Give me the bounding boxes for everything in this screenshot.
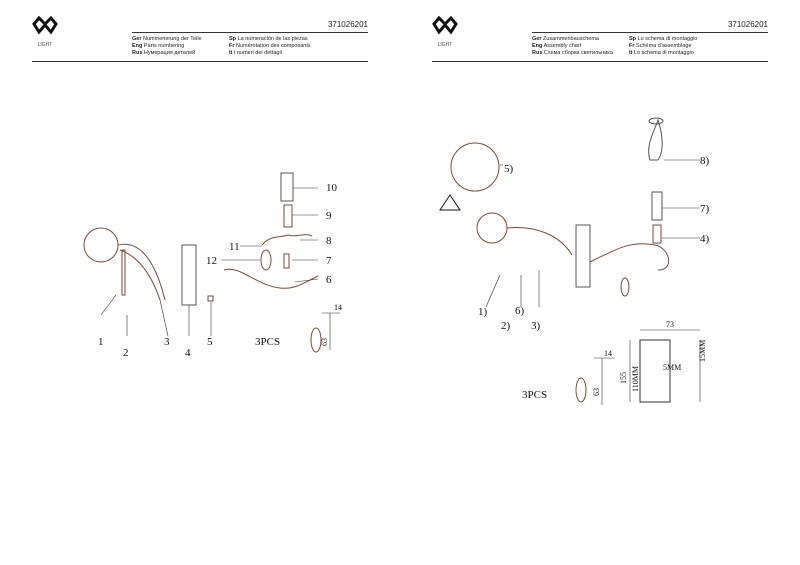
brand-logo: LIGHT [432,15,458,48]
label-text: 5MM [663,363,681,372]
label-text: Sp [229,36,237,42]
document-code: 371026201 [327,20,368,29]
label-text: 63 [320,338,329,346]
parts-drawing: 1 2 3 4 5 6 7 8 9 10 11 12 3PCS 14 63 [83,172,342,359]
label-text: Assembly chart [543,43,582,49]
label-text: Zusammenbauschema [543,36,599,42]
parts-numbering-page: LIGHT 371026201 Ger Nummerierung der Tei… [32,15,368,359]
label-text: 3PCS [522,389,547,401]
label-text: 3 [164,336,170,348]
label-text: 8 [326,235,332,247]
header-col2: Sp Lo schema di montaggio Fr Schéma d'as… [629,36,698,57]
label-text: Rus [132,50,143,56]
label-text: 1) [478,306,488,318]
label-text: 63 [592,388,601,396]
label-text: Схема сборки светильника [543,50,613,56]
label-text: Нумерация деталей [143,50,196,56]
label-text: Numérotation des composants [236,43,311,49]
label-text: 110MM [631,366,640,392]
label-text: LIGHT [437,42,453,48]
label-text: LIGHT [37,42,53,48]
label-text: 12 [206,255,217,267]
label-text: I numeri dei dettagli [233,50,282,56]
label-text: 4 [185,347,191,359]
header-col1: Ger Zusammenbauschema Eng Assembly chart… [532,36,613,57]
label-text: Eng [532,43,543,49]
label-text: It [229,50,233,56]
label-text: 5) [504,163,514,175]
assembly-drawing: 5) 1) 2) 3) 6) 8) 7) 4) 3PCS 14 63 155 1… [439,117,710,405]
label-text: Nummerierung der Teile [143,36,202,42]
label-text: 11 [229,241,240,253]
label-text: Ger [532,36,542,42]
label-text: 2) [501,320,511,332]
label-text: 6) [515,305,525,317]
label-text: 7 [326,255,332,267]
label-text: Eng [132,43,143,49]
label-text: 8) [700,155,710,167]
label-text: Lo schema di montaggio [637,36,698,42]
label-text: 14 [334,303,342,312]
label-text: 5 [207,336,213,348]
header-col1: Ger Nummerierung der Teile Eng Parts num… [132,36,202,57]
label-text: Fr [629,43,635,49]
label-text: Lo schema di montaggio [633,50,694,56]
label-text: 14 [604,349,612,358]
brand-logo: LIGHT [32,15,58,48]
label-text: Fr [229,43,235,49]
label-text: Parts numbering [143,43,185,49]
label-text: 4) [700,233,710,245]
document-code: 371026201 [727,20,768,29]
label-text: 155 [619,372,628,384]
assembly-chart-page: LIGHT 371026201 Ger Zusammenbauschema En… [400,0,800,565]
label-text: Rus [532,50,543,56]
label-text: 7) [700,203,710,215]
label-text: It [629,50,633,56]
label-text: 6 [326,274,332,286]
label-text: Sp [629,36,637,42]
label-text: 10 [326,182,338,194]
label-text: La numeración de las piezas [237,36,308,42]
label-text: 9 [326,210,332,222]
label-text: 1 [98,336,104,348]
header-col2: Sp La numeración de las piezas Fr Numéro… [229,36,311,57]
label-text: 73 [666,320,674,329]
label-text: 3PCS [255,336,280,348]
label-text: 15MM [698,340,707,362]
label-text: Ger [132,36,142,42]
label-text: Schéma d'assemblage [636,43,692,49]
label-text: 2 [123,347,129,359]
label-text: 3) [531,320,541,332]
